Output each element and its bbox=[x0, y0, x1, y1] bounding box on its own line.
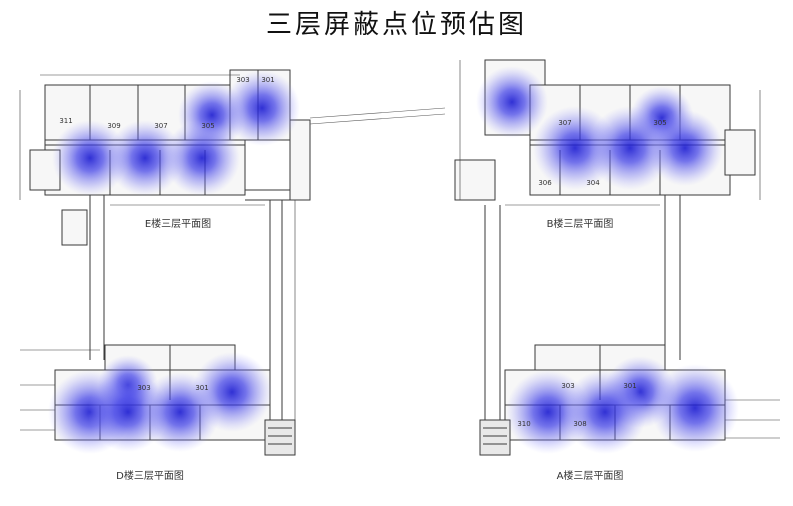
room-number: 308 bbox=[573, 420, 586, 428]
room-number: 311 bbox=[59, 117, 72, 125]
building-e-label: E楼三层平面图 bbox=[145, 217, 211, 230]
signal-coverage-zones bbox=[48, 66, 739, 454]
room-number: 307 bbox=[154, 122, 167, 130]
left-corridor bbox=[61, 195, 296, 440]
coverage-zone bbox=[476, 66, 548, 138]
room-number: 306 bbox=[538, 179, 552, 187]
connecting-bridge bbox=[309, 107, 446, 125]
room-number: 304 bbox=[586, 179, 600, 187]
room-number: 303 bbox=[561, 382, 574, 390]
room-labels: 311 309 307 305 303 301 307 305 306 304 … bbox=[59, 76, 666, 428]
room-number: 309 bbox=[107, 122, 120, 130]
room-number: 307 bbox=[558, 119, 571, 127]
building-labels: E楼三层平面图 B楼三层平面图 D楼三层平面图 A楼三层平面图 bbox=[116, 217, 623, 482]
coverage-zone bbox=[651, 364, 739, 452]
building-a-label: A楼三层平面图 bbox=[557, 469, 624, 482]
coverage-zone bbox=[164, 120, 240, 196]
coverage-zone bbox=[140, 372, 220, 452]
coverage-zone bbox=[52, 120, 128, 196]
room-number: 305 bbox=[653, 119, 666, 127]
coverage-zone bbox=[588, 106, 672, 190]
room-number: 301 bbox=[623, 382, 636, 390]
room-number: 305 bbox=[201, 122, 214, 130]
building-d-label: D楼三层平面图 bbox=[116, 469, 184, 482]
coverage-zone bbox=[647, 110, 723, 186]
room-number: 303 bbox=[137, 384, 150, 392]
room-number: 301 bbox=[261, 76, 274, 84]
coverage-zone bbox=[563, 370, 647, 454]
building-b-label: B楼三层平面图 bbox=[547, 217, 614, 230]
page-title: 三层屏蔽点位预估图 bbox=[265, 10, 527, 40]
room-number: 303 bbox=[236, 76, 249, 84]
room-number: 310 bbox=[517, 420, 530, 428]
room-number: 301 bbox=[195, 384, 208, 392]
right-corridor bbox=[484, 195, 681, 440]
coverage-zone bbox=[107, 120, 183, 196]
